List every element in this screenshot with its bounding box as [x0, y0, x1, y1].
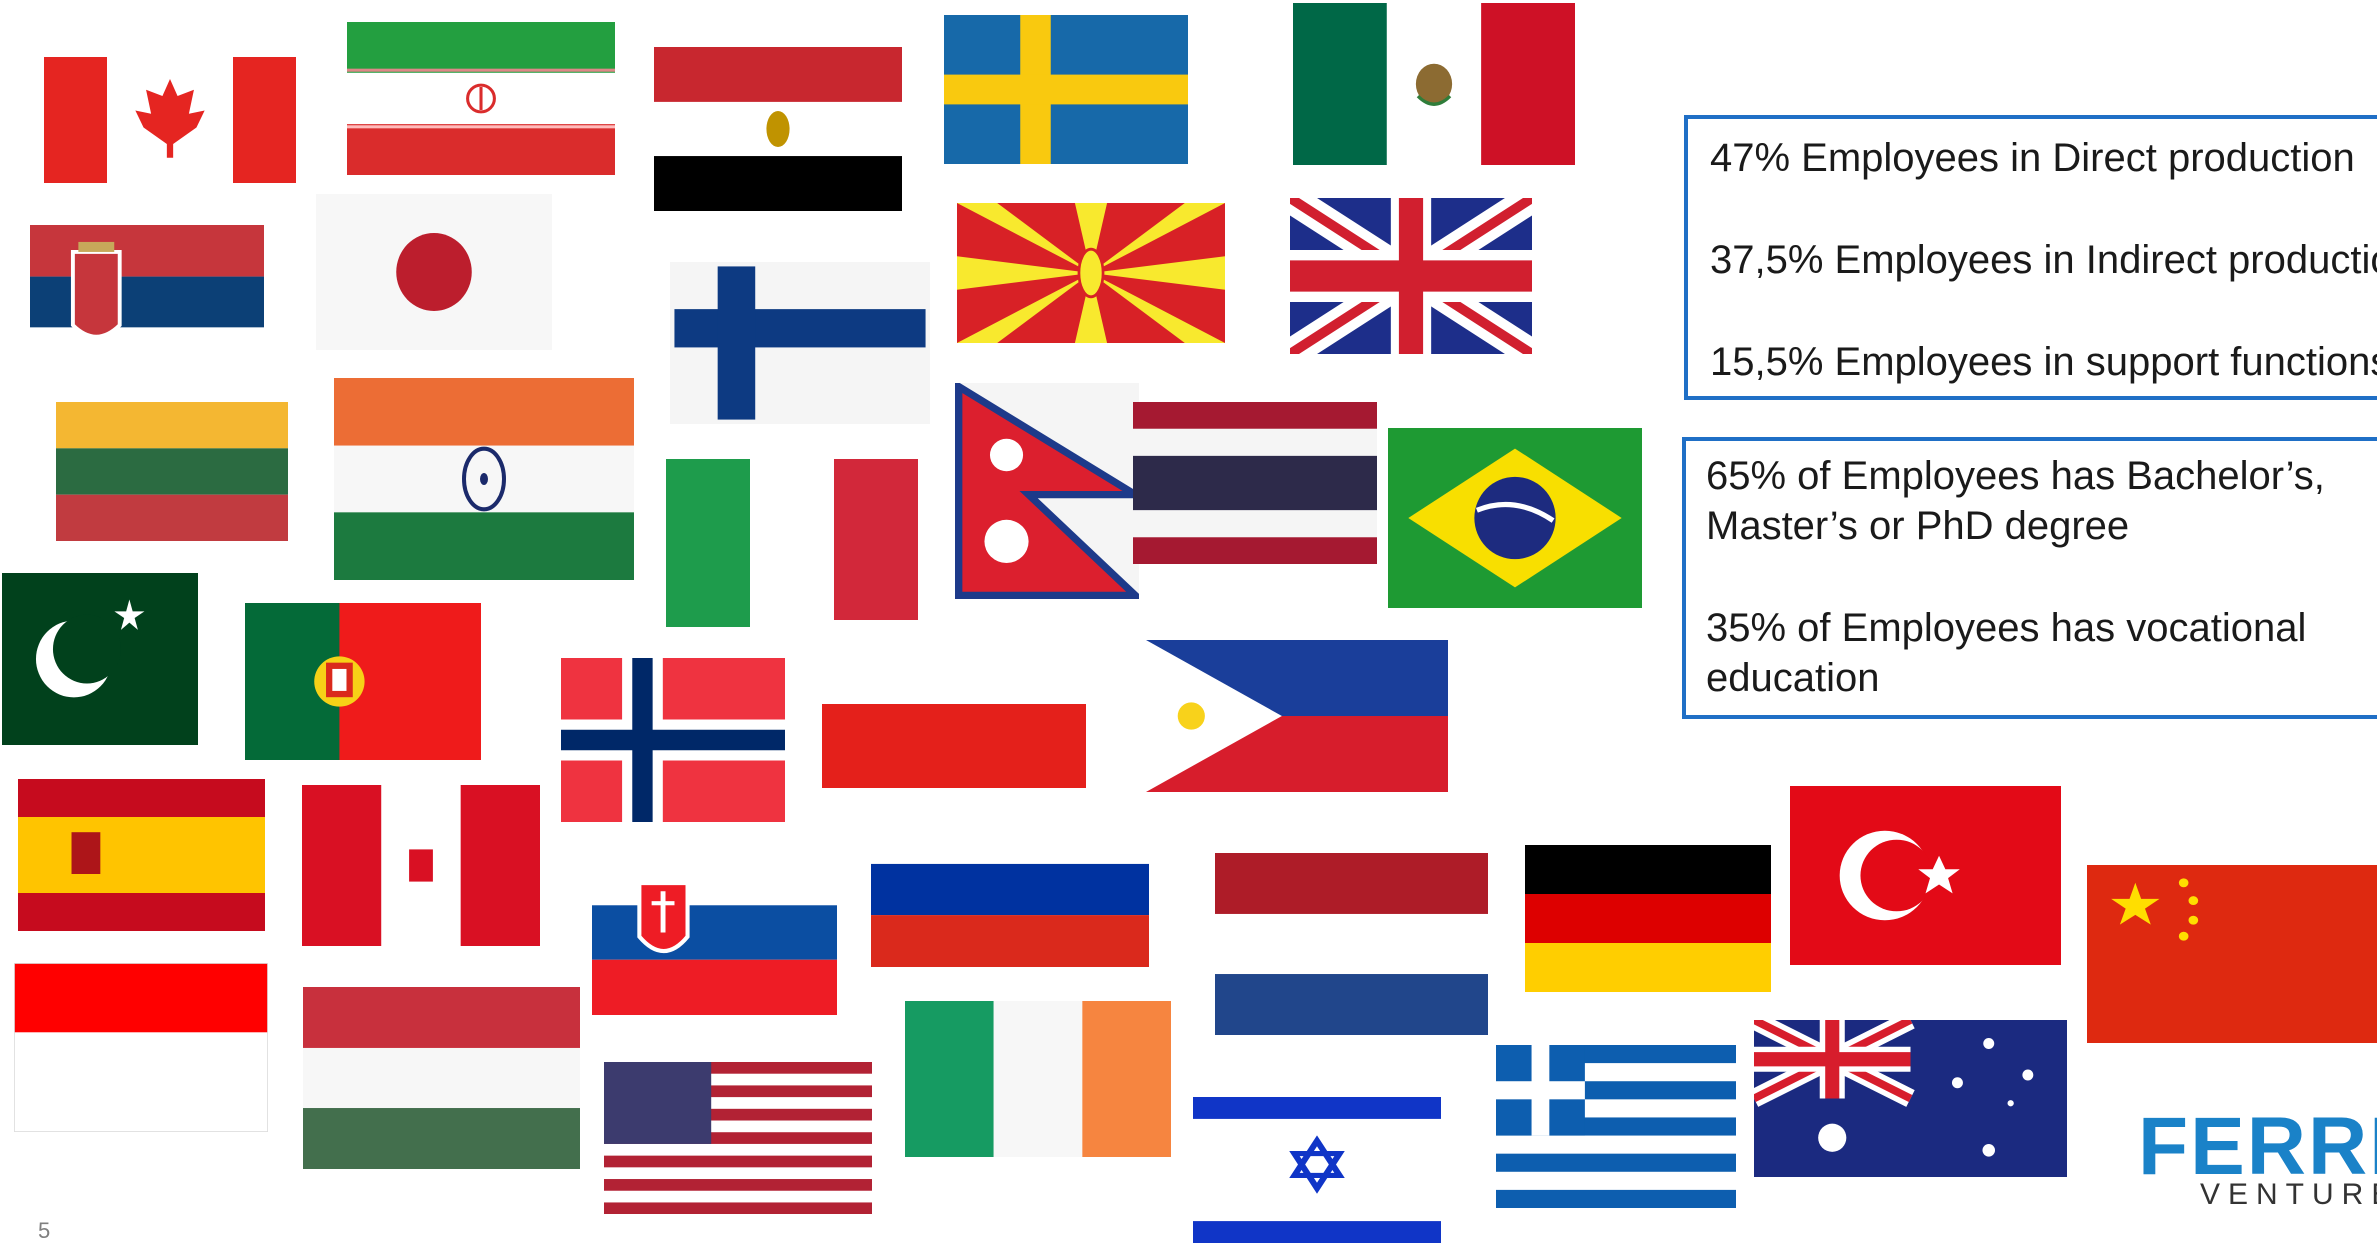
peru-flag-icon: [302, 785, 540, 946]
sweden-flag-icon: [944, 15, 1188, 164]
nepal-flag-icon: [955, 383, 1139, 599]
serbia-flag-icon: [30, 225, 264, 379]
pakistan-flag-icon: [2, 573, 198, 745]
poland-flag-icon: [822, 620, 1086, 788]
info-line: Master’s or PhD degree: [1706, 504, 2130, 548]
employee-education-info-box: 65% of Employees has Bachelor’s, Master’…: [1682, 437, 2377, 719]
slovakia-flag-icon: [592, 850, 837, 1015]
egypt-flag-icon: [654, 47, 902, 211]
norway-flag-icon: [561, 658, 785, 822]
canada-flag-icon: [44, 57, 296, 183]
iran-flag-icon: [347, 22, 615, 175]
philippines-flag-icon: [1146, 640, 1448, 792]
australia-flag-icon: [1754, 1020, 2067, 1177]
info-line: 37,5% Employees in Indirect production: [1710, 238, 2377, 282]
spain-flag-icon: [18, 779, 265, 931]
hungary-flag-icon: [303, 987, 580, 1169]
mexico-flag-icon: [1293, 3, 1575, 165]
info-line: education: [1706, 656, 1880, 700]
greece-flag-icon: [1496, 1045, 1736, 1208]
employee-production-info-box: 47% Employees in Direct production 37,5%…: [1684, 115, 2377, 400]
info-line: 65% of Employees has Bachelor’s,: [1706, 454, 2325, 498]
info-line: 47% Employees in Direct production: [1710, 136, 2355, 180]
portugal-flag-icon: [245, 603, 481, 760]
india-flag-icon: [334, 378, 634, 580]
israel-flag-icon: [1193, 1097, 1441, 1243]
germany-flag-icon: [1525, 845, 1771, 992]
thailand-flag-icon: [1133, 402, 1377, 564]
united-kingdom-flag-icon: [1290, 198, 1532, 354]
indonesia-flag-icon: [14, 963, 268, 1132]
ireland-flag-icon: [905, 1001, 1171, 1157]
company-logo-subtitle: VENTURES: [2200, 1178, 2377, 1211]
page-number: 5: [38, 1218, 51, 1243]
company-logo: FERRIN: [2138, 1101, 2377, 1192]
netherlands-flag-icon: [1215, 853, 1488, 1035]
brazil-flag-icon: [1388, 428, 1642, 608]
usa-flag-icon: [604, 1062, 872, 1214]
turkey-flag-icon: [1790, 786, 2061, 965]
info-line: 15,5% Employees in support functions: [1710, 340, 2377, 384]
china-flag-icon: [2087, 865, 2377, 1043]
japan-flag-icon: [316, 194, 552, 350]
north-macedonia-flag-icon: [957, 203, 1225, 343]
italy-flag-red-stripe: [834, 459, 918, 627]
lithuania-flag-icon: [56, 402, 288, 541]
info-line: 35% of Employees has vocational: [1706, 606, 2307, 650]
finland-flag-icon: [670, 262, 930, 424]
russia-flag-icon: [871, 812, 1149, 967]
